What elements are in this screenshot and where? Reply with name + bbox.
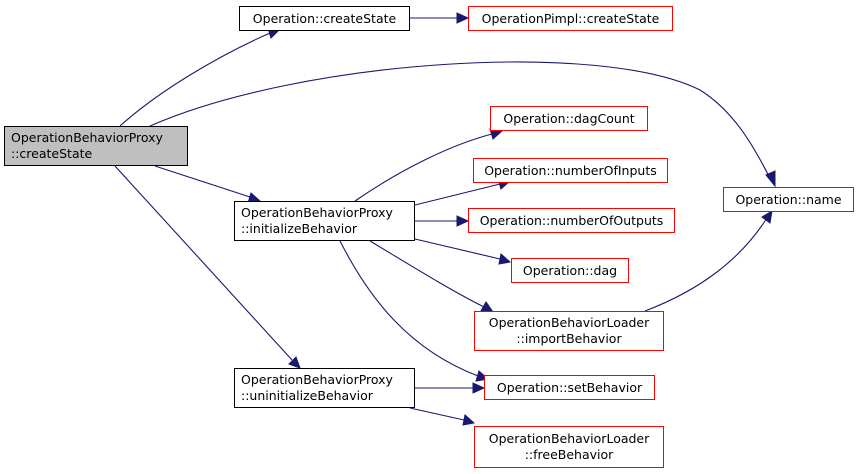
node-operation-numberofinputs[interactable]: Operation::numberOfInputs <box>473 158 668 183</box>
edge-arrowhead <box>498 253 512 265</box>
node-obl-freebehavior[interactable]: OperationBehaviorLoader ::freeBehavior <box>474 426 664 468</box>
node-line2: ::initializeBehavior <box>241 221 358 236</box>
edge-createstate-to-uninitializebehavior <box>114 165 293 361</box>
node-operation-name[interactable]: Operation::name <box>723 187 854 212</box>
edge-arrowhead <box>456 12 470 24</box>
edge-initializebehavior-to-setbehavior <box>339 240 479 377</box>
edge-initializebehavior-to-dagcount <box>354 133 493 202</box>
edge-createstate-to-operation-name <box>149 61 771 179</box>
node-line2: ::uninitializeBehavior <box>241 388 373 403</box>
edge-createstate-to-operation-createstate <box>119 32 271 127</box>
node-line2: ::createState <box>11 146 93 161</box>
edge-uninitializebehavior-to-freebehavior <box>409 407 465 421</box>
node-operation-createstate[interactable]: Operation::createState <box>239 6 410 31</box>
node-label: Operation::dag <box>522 262 618 278</box>
node-label: Operation::numberOfInputs <box>484 162 657 178</box>
node-line1: OperationBehaviorLoader <box>488 431 650 446</box>
edge-importbehavior-to-operation-name <box>644 217 768 312</box>
node-operation-setbehavior[interactable]: Operation::setBehavior <box>484 375 655 400</box>
edge-arrowhead <box>472 382 486 394</box>
node-obp-createstate: OperationBehaviorProxy ::createState <box>4 126 188 166</box>
node-line1: OperationBehaviorLoader <box>488 315 650 330</box>
node-line2: ::freeBehavior <box>524 447 614 462</box>
edge-createstate-to-initializebehavior <box>154 165 251 198</box>
edge-initializebehavior-to-dag <box>414 238 501 260</box>
node-obp-uninitializebehavior[interactable]: OperationBehaviorProxy ::uninitializeBeh… <box>234 368 415 408</box>
node-line1: OperationBehaviorProxy <box>241 372 393 387</box>
node-operationpimpl-createstate[interactable]: OperationPimpl::createState <box>468 6 673 31</box>
node-label: Operation::setBehavior <box>496 379 643 395</box>
node-operation-dagcount[interactable]: Operation::dagCount <box>490 106 648 131</box>
edge-arrowhead <box>288 356 301 369</box>
node-line1: OperationBehaviorProxy <box>241 205 393 220</box>
node-obl-importbehavior[interactable]: OperationBehaviorLoader ::importBehavior <box>474 311 664 351</box>
node-obp-initializebehavior[interactable]: OperationBehaviorProxy ::initializeBehav… <box>234 201 415 241</box>
edge-initializebehavior-to-importbehavior <box>369 240 485 308</box>
node-label: Operation::createState <box>252 10 397 26</box>
node-line1: OperationBehaviorProxy <box>11 130 163 145</box>
node-label: Operation::name <box>735 191 842 207</box>
edge-arrowhead <box>462 414 476 426</box>
node-operation-dag[interactable]: Operation::dag <box>511 258 629 283</box>
node-label: OperationPimpl::createState <box>481 10 660 26</box>
edge-arrowhead <box>765 170 776 188</box>
node-operation-numberofoutputs[interactable]: Operation::numberOfOutputs <box>468 208 675 233</box>
node-label: Operation::dagCount <box>503 110 635 126</box>
edge-arrowhead <box>456 215 470 227</box>
edge-initializebehavior-to-numberofinputs <box>414 183 501 206</box>
node-label: Operation::numberOfOutputs <box>479 212 664 228</box>
node-line2: ::importBehavior <box>516 331 622 346</box>
edge-arrowhead <box>761 210 773 224</box>
